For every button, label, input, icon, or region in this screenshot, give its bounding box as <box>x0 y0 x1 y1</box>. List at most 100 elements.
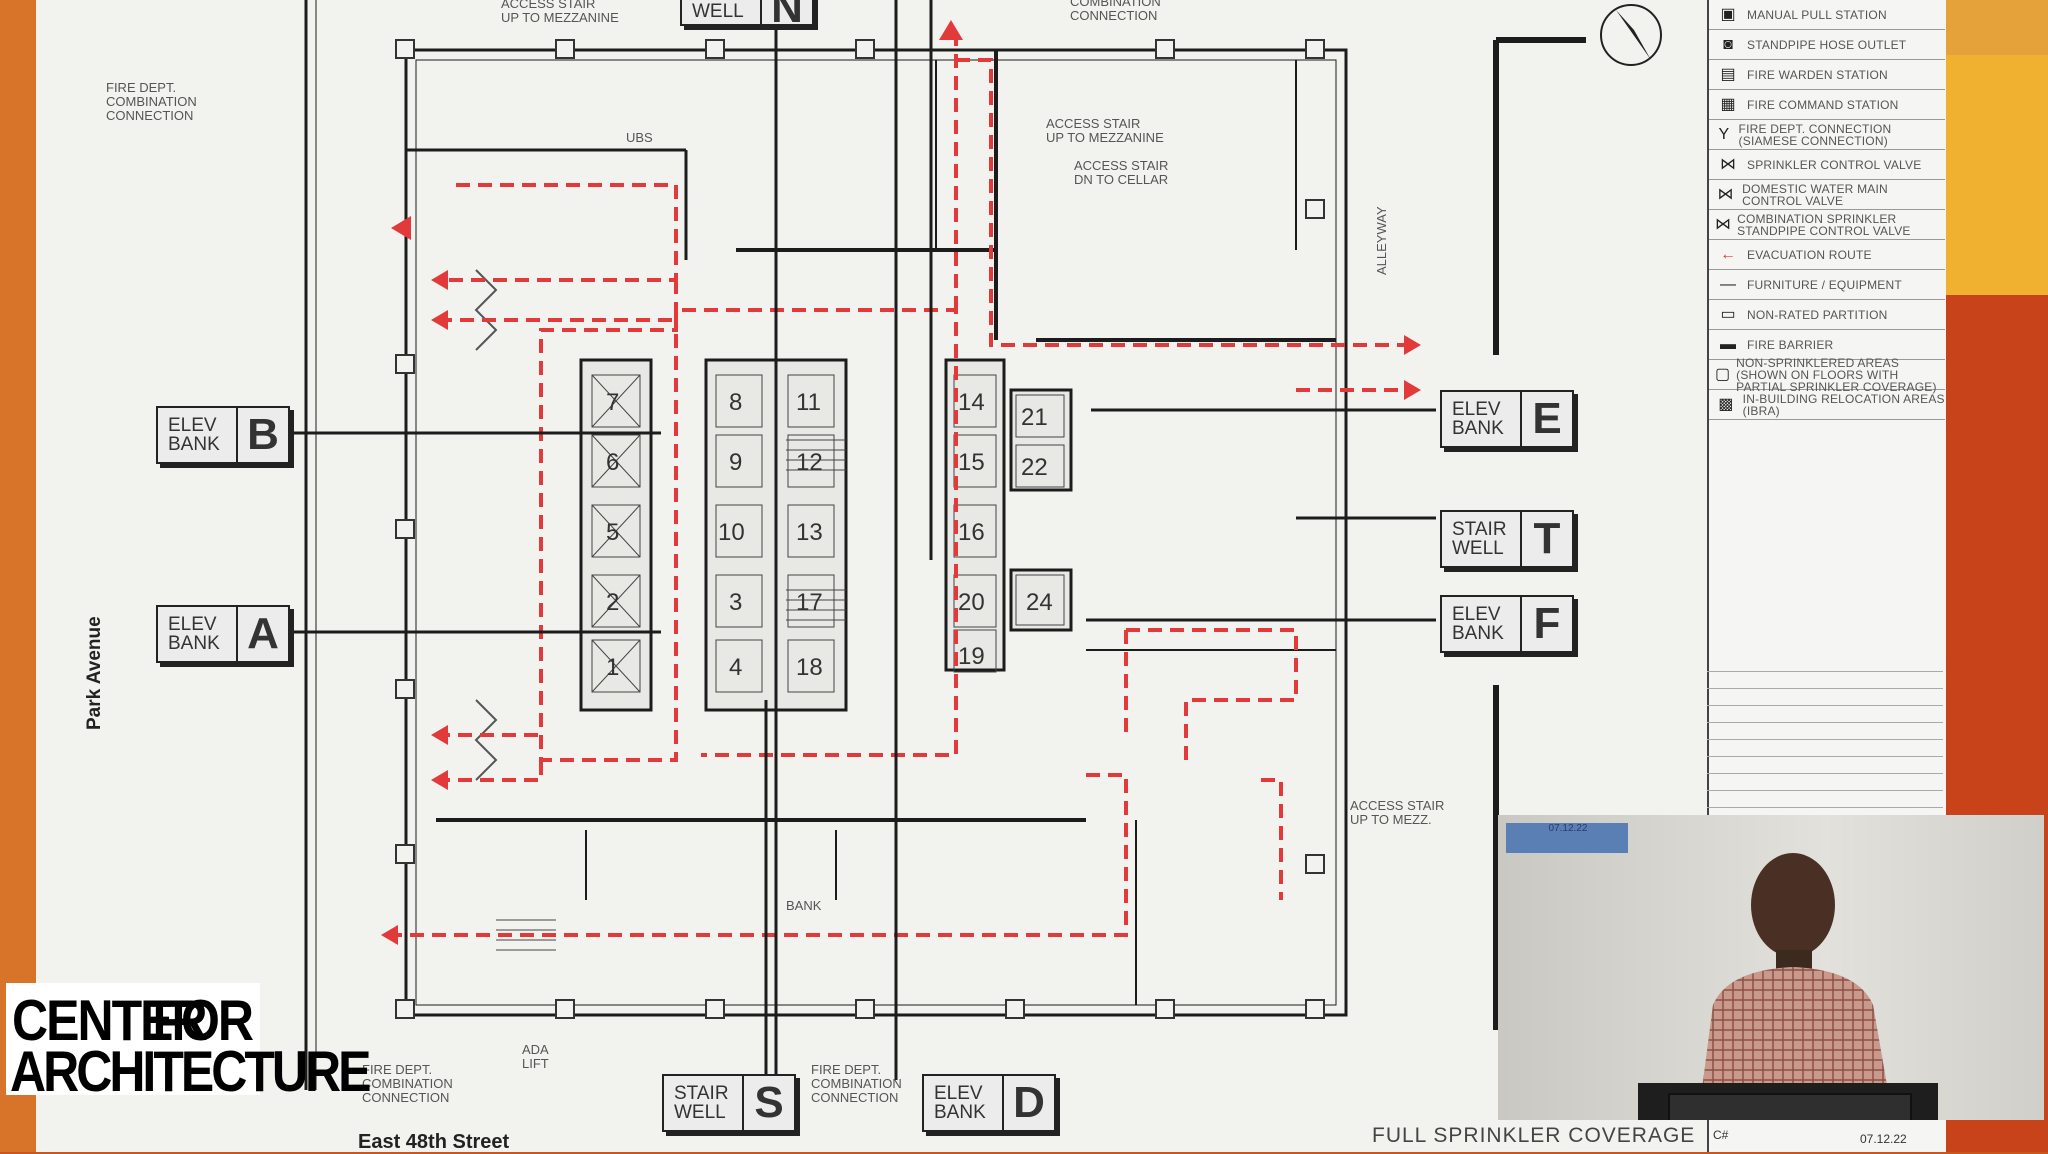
stair-hatching <box>496 439 846 951</box>
legend-row: ▣ MANUAL PULL STATION <box>1709 0 1945 30</box>
legend-row: ▬FIRE BARRIER <box>1709 330 1945 360</box>
svg-text:FIRE DEPT.: FIRE DEPT. <box>811 1062 881 1077</box>
podium-top <box>1668 1093 1912 1120</box>
svg-text:FIRE DEPT.: FIRE DEPT. <box>362 1062 432 1077</box>
svg-text:16: 16 <box>958 519 985 546</box>
siamese-connection-icon: Y <box>1718 125 1730 143</box>
elevator-cores <box>579 358 1073 712</box>
legend-row: ▩IN-BUILDING RELOCATION AREAS (IBRA) <box>1709 390 1945 420</box>
alleyway-label: ALLEYWAY <box>1374 206 1389 275</box>
sheet-date: 07.12.22 <box>1860 1132 1907 1146</box>
street-label-west: Park Avenue <box>84 616 105 730</box>
floor-plan-drawing: UBS BANK FIRE DEPT. COMBINATION CONNECTI… <box>106 0 1662 1105</box>
plan-labels: UBS BANK FIRE DEPT. COMBINATION CONNECTI… <box>106 0 1444 1105</box>
svg-text:7: 7 <box>606 389 619 416</box>
svg-text:CONNECTION: CONNECTION <box>811 1090 898 1105</box>
callout-leaders <box>281 0 1436 1080</box>
non-rated-partition-icon: ▭ <box>1720 305 1736 323</box>
evacuation-route <box>396 40 1406 937</box>
legend-row: ▢ NON-SPRINKLERED AREAS (SHOWN ON FLOORS … <box>1709 355 1945 394</box>
svg-text:14: 14 <box>958 389 985 416</box>
legend-label: FIRE DEPT. CONNECTION (SIAMESE CONNECTIO… <box>1738 121 1892 148</box>
svg-text:6: 6 <box>606 449 619 476</box>
legend-row: Y FIRE DEPT. CONNECTION (SIAMESE CONNECTI… <box>1709 120 1945 150</box>
svg-text:20: 20 <box>958 589 985 616</box>
domestic-water-valve-icon: ⋈ <box>1717 185 1734 203</box>
legend-label: NON-RATED PARTITION <box>1747 307 1888 322</box>
svg-text:ACCESS STAIR: ACCESS STAIR <box>501 0 595 11</box>
svg-text:2: 2 <box>606 589 619 616</box>
legend-row: ▭ NON-RATED PARTITION <box>1709 300 1945 330</box>
svg-text:COMBINATION: COMBINATION <box>362 1076 453 1091</box>
svg-text:COMBINATION: COMBINATION <box>106 94 197 109</box>
ubs-label: UBS <box>626 130 653 145</box>
svg-text:ADA: ADA <box>522 1042 549 1057</box>
svg-text:10: 10 <box>718 519 745 546</box>
legend-label: FIRE COMMAND STATION <box>1747 97 1899 112</box>
bank-room-label: BANK <box>786 898 822 913</box>
legend-row: ◙ STANDPIPE HOSE OUTLET <box>1709 30 1945 60</box>
legend-row: ←EVACUATION ROUTE <box>1709 240 1945 270</box>
svg-text:9: 9 <box>729 449 742 476</box>
svg-text:11: 11 <box>796 389 821 416</box>
center-for-architecture-logo: CENTER FOR ARCHITECTURE <box>6 983 371 1104</box>
sprinkler-control-valve-icon: ⋈ <box>1720 155 1736 173</box>
svg-text:4: 4 <box>729 654 742 681</box>
svg-text:COMBINATION: COMBINATION <box>811 1076 902 1091</box>
manual-pull-station-icon: ▣ <box>1720 5 1736 23</box>
standpipe-hose-outlet-icon: ◙ <box>1723 35 1733 53</box>
svg-text:3: 3 <box>729 589 742 616</box>
fdc-note-top-left: FIRE DEPT. <box>106 80 176 95</box>
legend-label: COMBINATION SPRINKLER STANDPIPE CONTROL … <box>1737 211 1911 238</box>
svg-text:CONNECTION: CONNECTION <box>106 108 193 123</box>
presenter-video-feed <box>1498 815 2044 1120</box>
fire-barrier-icon: ▬ <box>1720 335 1736 353</box>
svg-text:UP TO MEZZ.: UP TO MEZZ. <box>1350 812 1432 827</box>
svg-text:18: 18 <box>796 654 823 681</box>
svg-text:CONNECTION: CONNECTION <box>362 1090 449 1105</box>
sheet-number: C# <box>1713 1128 1729 1142</box>
building-walls <box>304 0 1586 1090</box>
svg-text:1: 1 <box>606 654 619 681</box>
video-date-overlay: 07.12.22 <box>1548 823 1588 834</box>
legend-label: STANDPIPE HOSE OUTLET <box>1747 37 1907 52</box>
legend-label: MANUAL PULL STATION <box>1747 7 1887 22</box>
sheet-title: FULL SPRINKLER COVERAGE <box>1372 1124 1696 1147</box>
wall-panel <box>1506 823 1628 853</box>
legend-row: ▤FIRE WARDEN STATION <box>1709 60 1945 90</box>
north-arrow-icon <box>1600 4 1662 66</box>
svg-text:CONNECTION: CONNECTION <box>1070 8 1157 23</box>
svg-text:19: 19 <box>958 643 985 670</box>
legend-label: IN-BUILDING RELOCATION AREAS (IBRA) <box>1742 391 1945 418</box>
svg-text:UP TO MEZZANINE: UP TO MEZZANINE <box>1046 130 1164 145</box>
legend-label: NON-SPRINKLERED AREAS (SHOWN ON FLOORS W… <box>1736 355 1937 394</box>
presenter-figure <box>1698 853 1893 1120</box>
svg-text:5: 5 <box>606 519 619 546</box>
svg-text:24: 24 <box>1026 589 1053 616</box>
legend-label: DOMESTIC WATER MAIN CONTROL VALVE <box>1742 181 1888 208</box>
svg-text:12: 12 <box>796 449 823 476</box>
structural-columns <box>395 39 1325 1019</box>
legend-row: —FURNITURE / EQUIPMENT <box>1709 270 1945 300</box>
legend-label: FIRE WARDEN STATION <box>1747 67 1888 82</box>
svg-text:15: 15 <box>958 449 985 476</box>
legend-label: FURNITURE / EQUIPMENT <box>1747 277 1902 292</box>
legend-row: ⋈ DOMESTIC WATER MAIN CONTROL VALVE <box>1709 180 1945 210</box>
legend-row: ▦FIRE COMMAND STATION <box>1709 90 1945 120</box>
svg-text:17: 17 <box>796 589 823 616</box>
street-label-south: East 48th Street <box>358 1131 510 1153</box>
non-sprinklered-area-icon: ▢ <box>1715 365 1731 383</box>
svg-text:13: 13 <box>796 519 823 546</box>
exit-arrows <box>381 20 1421 945</box>
svg-text:LIFT: LIFT <box>522 1056 549 1071</box>
svg-text:ACCESS STAIR: ACCESS STAIR <box>1074 158 1168 173</box>
svg-text:UP TO MEZZANINE: UP TO MEZZANINE <box>501 10 619 25</box>
svg-text:COMBINATION: COMBINATION <box>1070 0 1161 9</box>
